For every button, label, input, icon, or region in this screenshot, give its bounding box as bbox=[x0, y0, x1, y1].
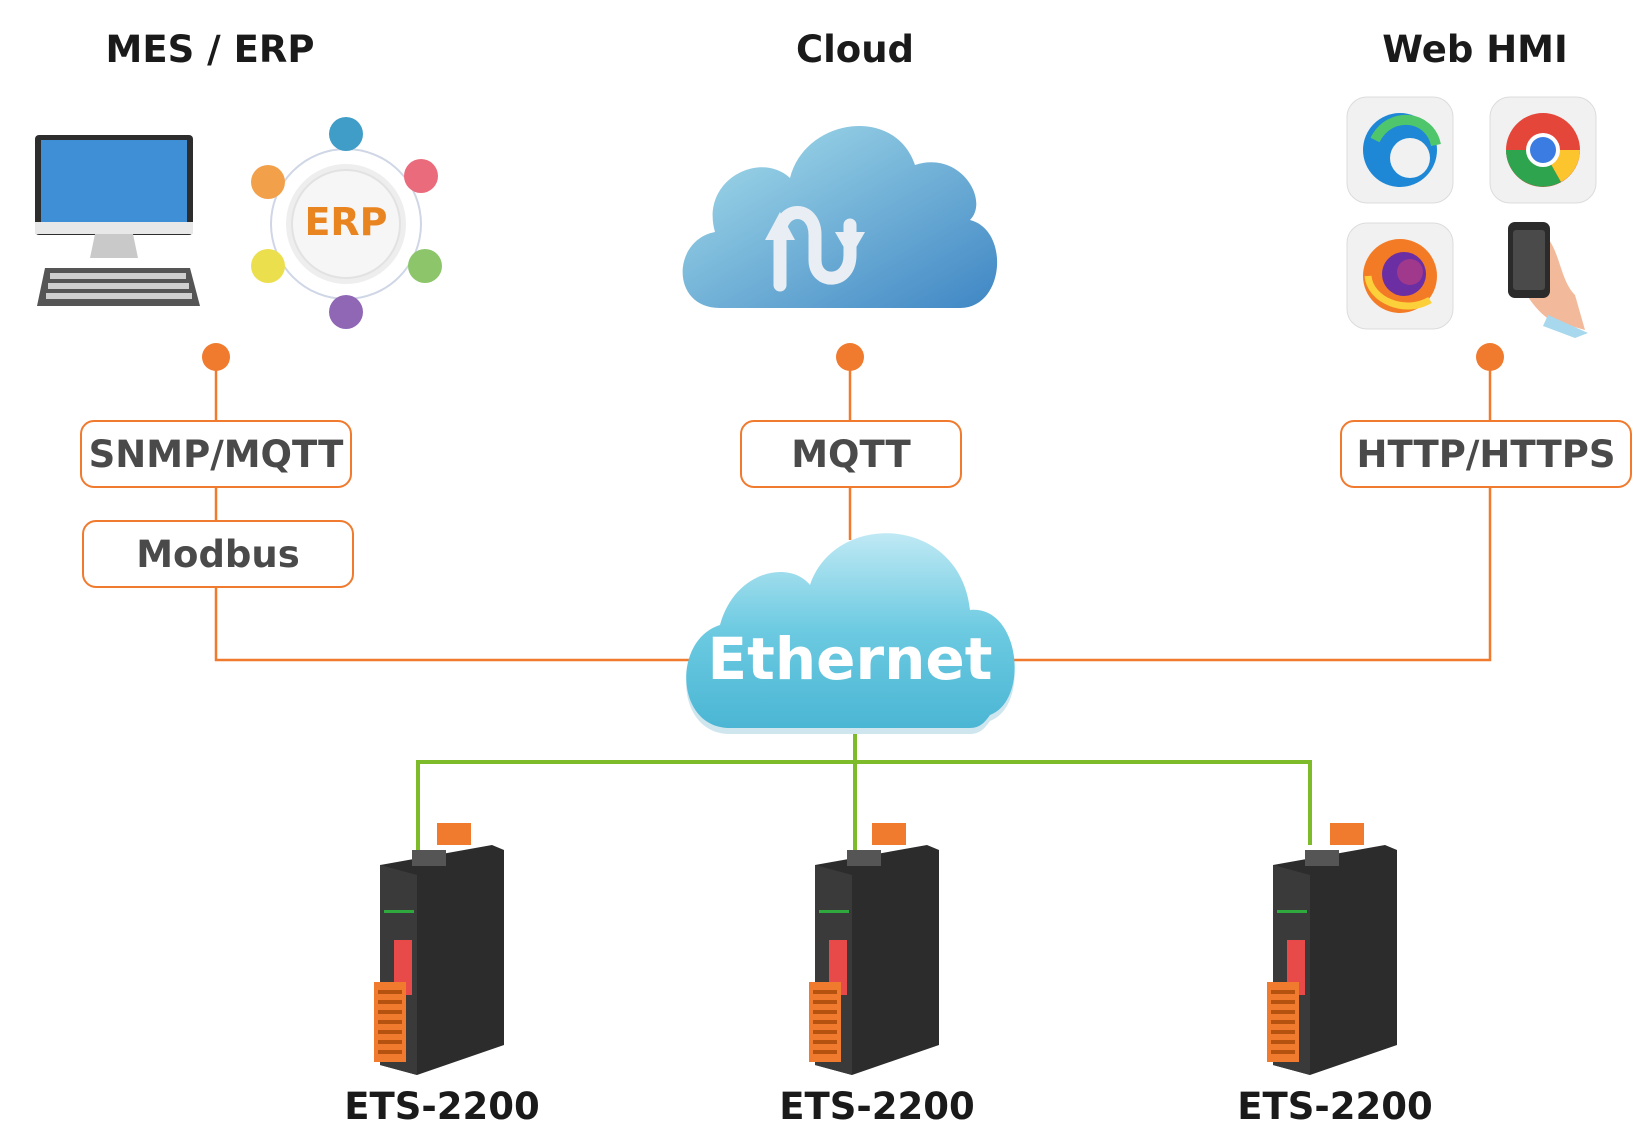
snmp-mqtt-label: SNMP/MQTT bbox=[80, 420, 352, 488]
device-ets-2200-1 bbox=[372, 820, 512, 1080]
device-label-3: ETS-2200 bbox=[1237, 1085, 1433, 1128]
ethernet-label: Ethernet bbox=[707, 625, 993, 693]
cloud-title: Cloud bbox=[795, 28, 915, 71]
http-https-label: HTTP/HTTPS bbox=[1340, 420, 1632, 488]
web-hmi-title: Web HMI bbox=[1382, 28, 1568, 71]
device-label-1: ETS-2200 bbox=[344, 1085, 540, 1128]
erp-badge-label: ERP bbox=[304, 200, 388, 244]
hmi-to-ethernet-line bbox=[1010, 488, 1492, 662]
device-bus-line bbox=[416, 760, 1312, 855]
device-ets-2200-2 bbox=[807, 820, 947, 1080]
hmi-node-dot bbox=[1476, 343, 1504, 371]
mqtt-label: MQTT bbox=[740, 420, 962, 488]
io-module-icon bbox=[1267, 823, 1397, 1075]
mes-node-dot bbox=[202, 343, 230, 371]
device-ets-2200-3 bbox=[1265, 820, 1405, 1080]
io-module-icon bbox=[374, 823, 504, 1075]
cloud-node-dot bbox=[836, 343, 864, 371]
device-label-2: ETS-2200 bbox=[779, 1085, 975, 1128]
modbus-label: Modbus bbox=[82, 520, 354, 588]
mes-erp-title: MES / ERP bbox=[105, 28, 315, 71]
mes-to-ethernet-line bbox=[214, 588, 700, 662]
io-module-icon bbox=[809, 823, 939, 1075]
